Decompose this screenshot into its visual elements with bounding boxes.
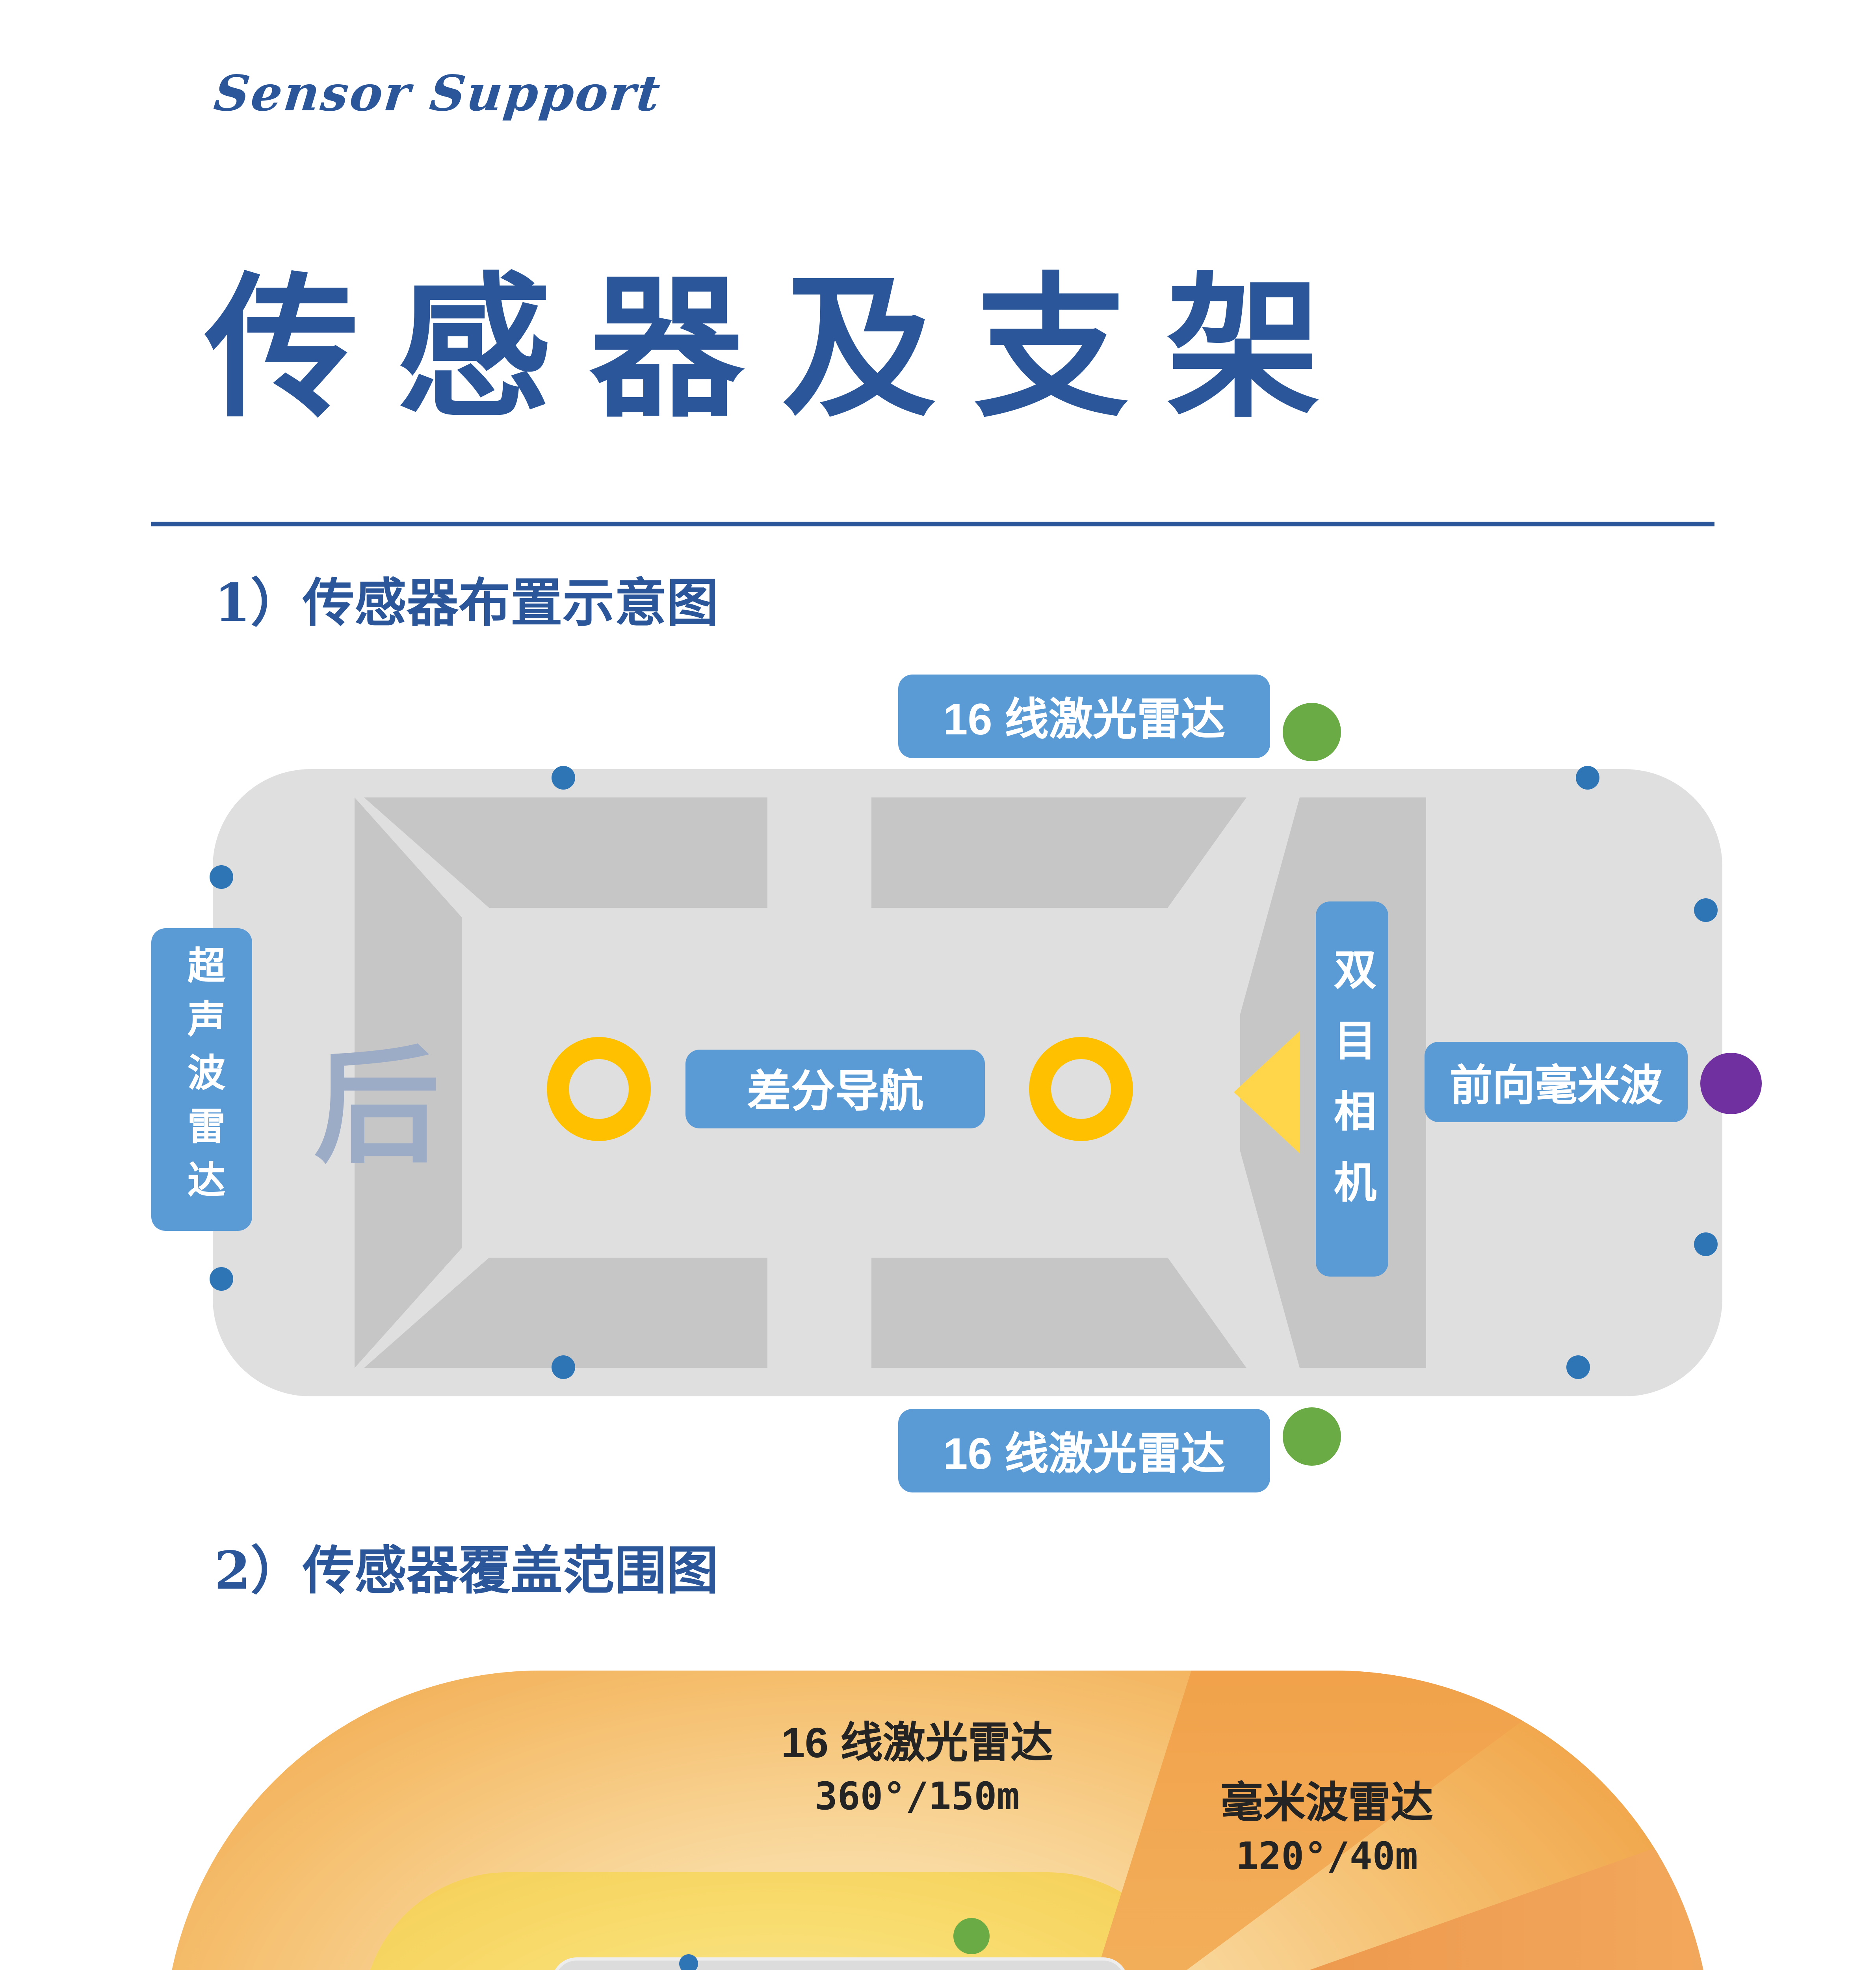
- ultrasonic-dot: [210, 1267, 233, 1291]
- stereo-camera-label: 双目相机: [1316, 901, 1388, 1277]
- ultrasonic-coverage-area: [362, 1872, 1193, 1970]
- lidar-dot-green-top: [1283, 703, 1341, 761]
- lidar-top-label: 16 线激光雷达: [898, 675, 1270, 758]
- ultrasonic-dot: [1694, 1232, 1718, 1256]
- coverage-mmwave-top-spec: 120°/40m: [1235, 1835, 1418, 1879]
- coverage-label-mmwave-top: 毫米波雷达 120°/40m: [1185, 1775, 1469, 1885]
- gnss-label: 差分导航: [685, 1050, 985, 1128]
- coverage-label-lidar-top: 16 线激光雷达 360°/150m: [728, 1715, 1106, 1825]
- page-title: 传感器及支架: [205, 258, 1359, 440]
- ultrasonic-dot: [210, 865, 233, 889]
- coverage-mmwave-top-name: 毫米波雷达: [1220, 1779, 1433, 1827]
- section2-heading: 2）传感器覆盖范围图: [214, 1540, 719, 1601]
- lidar-bottom-label: 16 线激光雷达: [898, 1409, 1270, 1492]
- ultrasonic-dot: [552, 1355, 575, 1379]
- lidar-dot-green-bottom: [1283, 1407, 1341, 1466]
- front-mmwave-label: 前向毫米波: [1425, 1042, 1688, 1122]
- stereo-camera-text: 双目相机: [1328, 947, 1375, 1231]
- vehicle-top-view-small: 后: [552, 1957, 1128, 1970]
- coverage-lidar-top-spec: 360°/150m: [814, 1775, 1020, 1819]
- mmwave-dot-purple: [1700, 1053, 1762, 1114]
- lidar-dot-green-top-small: [953, 1918, 990, 1954]
- coverage-lidar-top-name: 16 线激光雷达: [781, 1719, 1053, 1767]
- ultrasonic-dot: [1694, 898, 1718, 922]
- ultrasonic-dot: [1576, 766, 1599, 790]
- section1-heading: 1）传感器布置示意图: [214, 572, 719, 634]
- title-divider: [151, 522, 1714, 526]
- rear-marker: 后: [314, 1032, 440, 1180]
- ultrasonic-label: 超声波雷达: [151, 928, 252, 1231]
- ultrasonic-dot: [1566, 1355, 1590, 1379]
- ultrasonic-dot: [552, 766, 575, 790]
- lidar-coverage-area: [164, 1671, 1711, 1970]
- ultrasonic-text: 超声波雷达: [180, 946, 223, 1214]
- ultrasonic-dot-small: [679, 1954, 698, 1970]
